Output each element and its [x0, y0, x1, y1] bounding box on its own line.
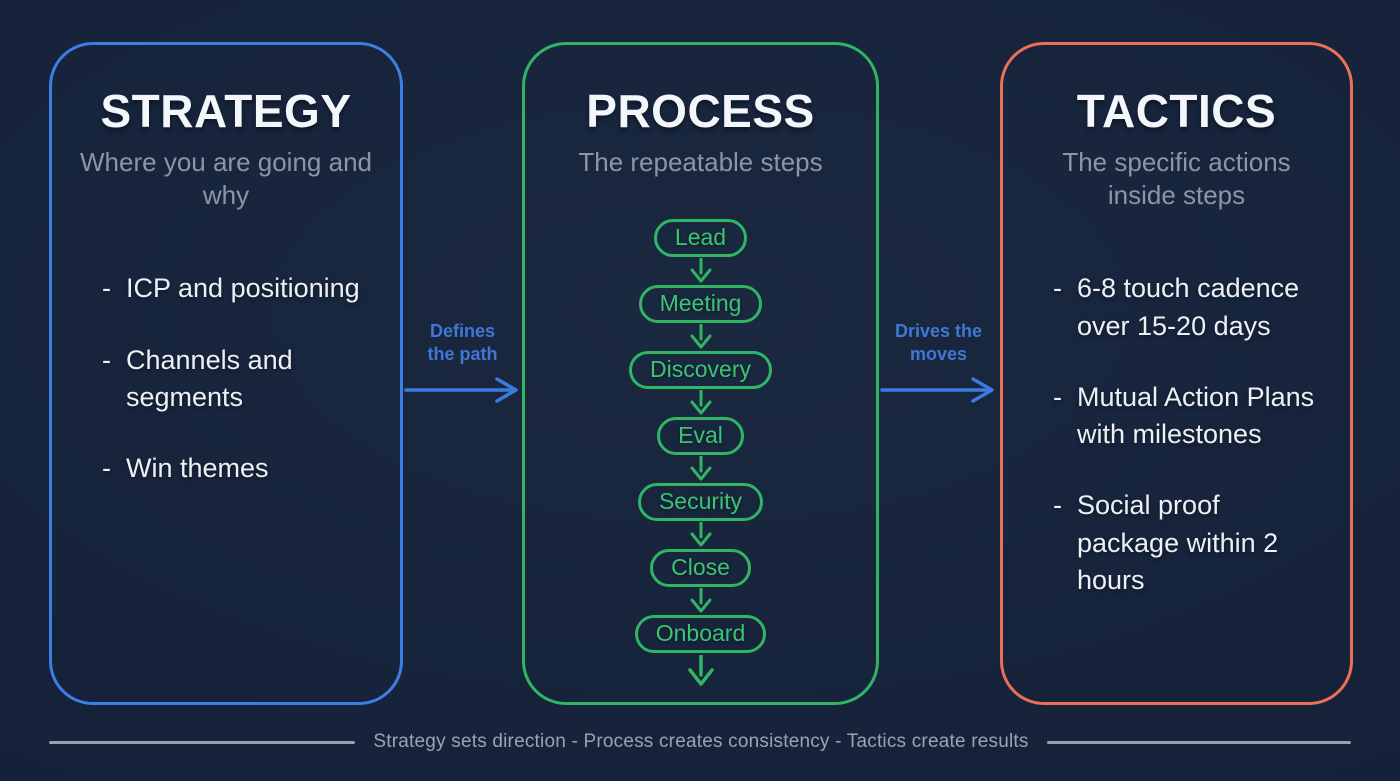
footer-caption: Strategy sets direction - Process create… [373, 731, 1029, 752]
connector-label-line: Drives the [894, 321, 983, 341]
list-item: - ICP and positioning [102, 270, 372, 307]
process-step-chain: Lead Meeting Discovery Eval Security [525, 219, 876, 689]
tactics-bullet-list: - 6-8 touch cadence over 15-20 days - Mu… [1003, 270, 1350, 599]
list-item: - Social proof package within 2 hours [1053, 487, 1322, 599]
strategy-subtitle: Where you are going and why [80, 146, 372, 211]
list-item: - 6-8 touch cadence over 15-20 days [1053, 270, 1322, 345]
strategy-panel: STRATEGY Where you are going and why - I… [49, 42, 403, 705]
process-step-pill: Meeting [638, 285, 763, 324]
bullet-text: Channels and segments [126, 344, 293, 412]
process-step-pill: Onboard [634, 615, 767, 654]
process-step-pill: Discovery [629, 351, 772, 390]
footer-divider-right [1046, 740, 1351, 744]
tactics-subtitle: The specific actions inside steps [1062, 146, 1291, 211]
right-arrow-icon [879, 377, 994, 403]
process-panel: PROCESS The repeatable steps Lead Meetin… [522, 42, 879, 705]
process-step-pill: Security [637, 483, 764, 522]
footer-divider-left [49, 740, 356, 744]
strategy-bullet-list: - ICP and positioning - Channels and seg… [52, 270, 400, 487]
process-step-pill: Close [650, 549, 751, 588]
bullet-dash: - [102, 453, 111, 484]
bullet-dash: - [1053, 273, 1062, 304]
bullet-text: 6-8 touch cadence over 15-20 days [1077, 273, 1300, 341]
tactics-panel: TACTICS The specific actions inside step… [1000, 42, 1353, 705]
connector-label-line: the path [427, 344, 498, 365]
connector-defines-path: Defines the path [403, 320, 522, 406]
process-step-pill: Lead [653, 219, 748, 258]
right-arrow-icon [403, 377, 518, 403]
down-arrow-icon [690, 324, 711, 349]
bullet-text: Mutual Action Plans with milestones [1077, 381, 1315, 450]
process-step-pill: Eval [657, 417, 744, 456]
footer: Strategy sets direction - Process create… [0, 731, 1400, 753]
connector-drives-moves: Drives the moves [879, 320, 998, 406]
connector-label: Drives the moves [895, 320, 982, 366]
list-item: - Win themes [102, 450, 372, 487]
bullet-dash: - [102, 273, 111, 304]
process-title: PROCESS [586, 85, 815, 137]
down-arrow-icon [690, 456, 711, 481]
connector-label: Defines the path [428, 320, 498, 366]
bullet-dash: - [1053, 381, 1062, 412]
list-item: - Mutual Action Plans with milestones [1053, 379, 1322, 454]
bullet-text: ICP and positioning [126, 273, 360, 304]
tactics-title: TACTICS [1076, 85, 1277, 137]
connector-label-line: moves [909, 344, 968, 365]
process-subtitle: The repeatable steps [578, 146, 823, 177]
bullet-text: Win themes [126, 453, 269, 484]
bullet-dash: - [1053, 490, 1062, 521]
bullet-text: Social proof package within 2 hours [1077, 490, 1279, 595]
down-arrow-icon [690, 390, 711, 415]
connector-label-line: Defines [429, 321, 496, 341]
list-item: - Channels and segments [102, 342, 372, 417]
down-arrow-icon [690, 258, 711, 283]
down-arrow-icon [690, 522, 711, 547]
down-arrow-icon [690, 588, 711, 613]
bullet-dash: - [102, 344, 111, 375]
strategy-title: STRATEGY [100, 85, 352, 137]
down-arrow-icon [687, 655, 714, 686]
